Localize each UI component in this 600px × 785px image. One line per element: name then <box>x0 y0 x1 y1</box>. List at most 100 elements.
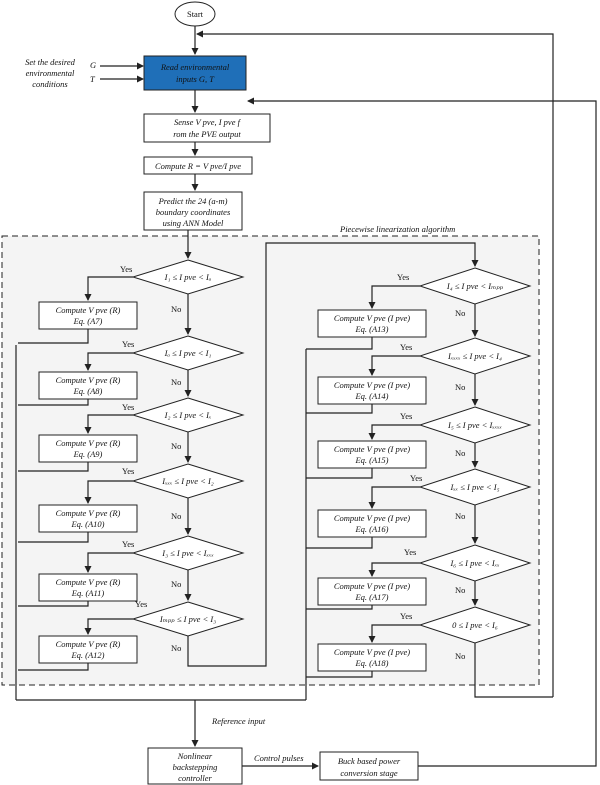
input-g-label: G <box>90 60 96 70</box>
svg-text:Yes: Yes <box>122 402 134 412</box>
svg-text:Sense V pve, I pve f: Sense V pve, I pve f <box>174 117 242 127</box>
sense-box <box>143 113 271 143</box>
svg-text:Iₓₓ ≤ I pve < I₅: Iₓₓ ≤ I pve < I₅ <box>449 482 499 492</box>
left-action-4: Compute V pve (R) Eq. (A10) <box>38 504 138 533</box>
svg-text:Compute V pve (I pve): Compute V pve (I pve) <box>334 313 410 323</box>
svg-text:Yes: Yes <box>400 611 412 621</box>
svg-text:Compute R = V pve/I pve: Compute R = V pve/I pve <box>155 161 241 171</box>
svg-text:Compute V pve (I pve): Compute V pve (I pve) <box>334 647 410 657</box>
svg-text:No: No <box>171 441 181 451</box>
svg-text:I₂ ≤ I pve < Iₓ: I₂ ≤ I pve < Iₓ <box>164 410 212 420</box>
svg-text:I₅ ≤ I pve < Iₓₓₓₓ: I₅ ≤ I pve < Iₓₓₓₓ <box>447 420 503 430</box>
svg-text:Yes: Yes <box>122 466 134 476</box>
svg-text:Yes: Yes <box>122 339 134 349</box>
svg-text:Eq. (A12): Eq. (A12) <box>70 650 104 660</box>
start-label: Start <box>187 9 204 19</box>
svg-text:inputs G, T: inputs G, T <box>176 74 215 84</box>
svg-text:No: No <box>455 511 465 521</box>
svg-text:rom the PVE output: rom the PVE output <box>173 129 241 139</box>
svg-text:Yes: Yes <box>120 264 132 274</box>
svg-text:Buck based power: Buck based power <box>338 756 401 766</box>
svg-text:I₃ ≤ I pve < Iₓₓₓ: I₃ ≤ I pve < Iₓₓₓ <box>161 548 214 558</box>
svg-text:I₁ ≤ I pve < Iₐ: I₁ ≤ I pve < Iₐ <box>164 272 212 282</box>
svg-text:Yes: Yes <box>122 539 134 549</box>
svg-text:backstepping: backstepping <box>173 762 218 772</box>
right-action-6: Compute V pve (I pve) Eq. (A18) <box>317 643 427 672</box>
svg-text:using ANN Model: using ANN Model <box>163 218 224 228</box>
svg-text:Nonlinear: Nonlinear <box>177 751 213 761</box>
reference-input-label: Reference input <box>211 716 266 726</box>
svg-text:No: No <box>171 304 181 314</box>
right-action-5: Compute V pve (I pve) Eq. (A17) <box>317 577 427 606</box>
right-action-1: Compute V pve (I pve) Eq. (A13) <box>317 309 427 338</box>
buck-box: Buck based power conversion stage <box>319 751 419 781</box>
svg-text:No: No <box>455 308 465 318</box>
svg-text:Eq. (A8): Eq. (A8) <box>73 386 103 396</box>
svg-text:Yes: Yes <box>135 599 147 609</box>
svg-text:Eq. (A9): Eq. (A9) <box>73 449 103 459</box>
svg-text:0 ≤ I pve < I₆: 0 ≤ I pve < I₆ <box>452 620 498 630</box>
svg-text:No: No <box>455 448 465 458</box>
svg-text:conditions: conditions <box>32 79 68 89</box>
svg-text:Eq. (A7): Eq. (A7) <box>73 316 103 326</box>
left-action-2: Compute V pve (R) Eq. (A8) <box>38 371 138 400</box>
algorithm-title: Piecewise linearization algorithm <box>339 224 455 234</box>
svg-text:Yes: Yes <box>397 272 409 282</box>
svg-text:No: No <box>455 585 465 595</box>
svg-text:Compute V pve (I pve): Compute V pve (I pve) <box>334 581 410 591</box>
predict-box <box>143 191 243 231</box>
left-action-3: Compute V pve (R) Eq. (A9) <box>38 434 138 463</box>
svg-text:conversion stage: conversion stage <box>340 768 398 778</box>
svg-text:Iₓₓₓₓ ≤ I pve < I₄: Iₓₓₓₓ ≤ I pve < I₄ <box>447 351 502 361</box>
svg-text:Yes: Yes <box>404 547 416 557</box>
svg-text:Iₘₚₚ ≤ I pve < I₃: Iₘₚₚ ≤ I pve < I₃ <box>159 614 216 624</box>
svg-text:Eq. (A10): Eq. (A10) <box>70 519 104 529</box>
svg-text:Compute V pve (R): Compute V pve (R) <box>56 438 121 448</box>
left-action-6: Compute V pve (R) Eq. (A12) <box>38 635 138 664</box>
svg-text:Read environmental: Read environmental <box>160 62 230 72</box>
svg-text:Compute V pve (R): Compute V pve (R) <box>56 508 121 518</box>
right-action-3: Compute V pve (I pve) Eq. (A15) <box>317 440 427 469</box>
svg-text:Compute V pve (R): Compute V pve (R) <box>56 375 121 385</box>
svg-text:Eq. (A11): Eq. (A11) <box>71 588 105 598</box>
env-note: Set the desired environmental conditions <box>25 57 75 89</box>
right-action-2: Compute V pve (I pve) Eq. (A14) <box>317 376 427 405</box>
svg-text:I₄ ≤ I pve < Iₘₚₚ: I₄ ≤ I pve < Iₘₚₚ <box>446 281 504 291</box>
svg-text:No: No <box>455 382 465 392</box>
svg-text:Predict the 24 (a-m): Predict the 24 (a-m) <box>158 196 228 206</box>
svg-text:controller: controller <box>178 773 212 783</box>
svg-text:Set the desired: Set the desired <box>25 57 75 67</box>
svg-text:Eq. (A13): Eq. (A13) <box>354 324 388 334</box>
left-action-1: Compute V pve (R) Eq. (A7) <box>38 301 138 330</box>
svg-text:No: No <box>171 377 181 387</box>
input-t-label: T <box>90 74 96 84</box>
svg-text:Compute V pve (I pve): Compute V pve (I pve) <box>334 444 410 454</box>
svg-text:Eq. (A16): Eq. (A16) <box>354 524 388 534</box>
controller-box: Nonlinear backstepping controller <box>147 747 243 785</box>
svg-text:No: No <box>455 651 465 661</box>
svg-text:Compute V pve (R): Compute V pve (R) <box>56 305 121 315</box>
control-pulses-label: Control pulses <box>254 753 304 763</box>
right-action-4: Compute V pve (I pve) Eq. (A16) <box>317 509 427 538</box>
svg-text:Eq. (A18): Eq. (A18) <box>354 658 388 668</box>
svg-text:Compute V pve (R): Compute V pve (R) <box>56 639 121 649</box>
svg-text:Eq. (A14): Eq. (A14) <box>354 391 388 401</box>
svg-text:Eq. (A17): Eq. (A17) <box>354 592 388 602</box>
compute-r-box <box>143 156 253 175</box>
svg-text:Iₓₓₓ ≤ I pve < I₂: Iₓₓₓ ≤ I pve < I₂ <box>161 476 214 486</box>
left-action-5: Compute V pve (R) Eq. (A11) <box>38 573 138 602</box>
svg-text:Eq. (A15): Eq. (A15) <box>354 455 388 465</box>
svg-text:environmental: environmental <box>26 68 75 78</box>
svg-text:Compute V pve (I pve): Compute V pve (I pve) <box>334 513 410 523</box>
svg-text:Compute V pve (R): Compute V pve (R) <box>56 577 121 587</box>
svg-text:boundary coordinates: boundary coordinates <box>156 207 231 217</box>
svg-text:No: No <box>171 643 181 653</box>
svg-text:I₆ ≤ I pve < Iₓₓ: I₆ ≤ I pve < Iₓₓ <box>449 558 500 568</box>
svg-text:Yes: Yes <box>400 342 412 352</box>
svg-text:Yes: Yes <box>410 473 422 483</box>
svg-text:Yes: Yes <box>400 411 412 421</box>
svg-text:Iₐ ≤ I pve < I₁: Iₐ ≤ I pve < I₁ <box>164 348 212 358</box>
svg-text:Compute V pve (I pve): Compute V pve (I pve) <box>334 380 410 390</box>
svg-text:No: No <box>171 511 181 521</box>
